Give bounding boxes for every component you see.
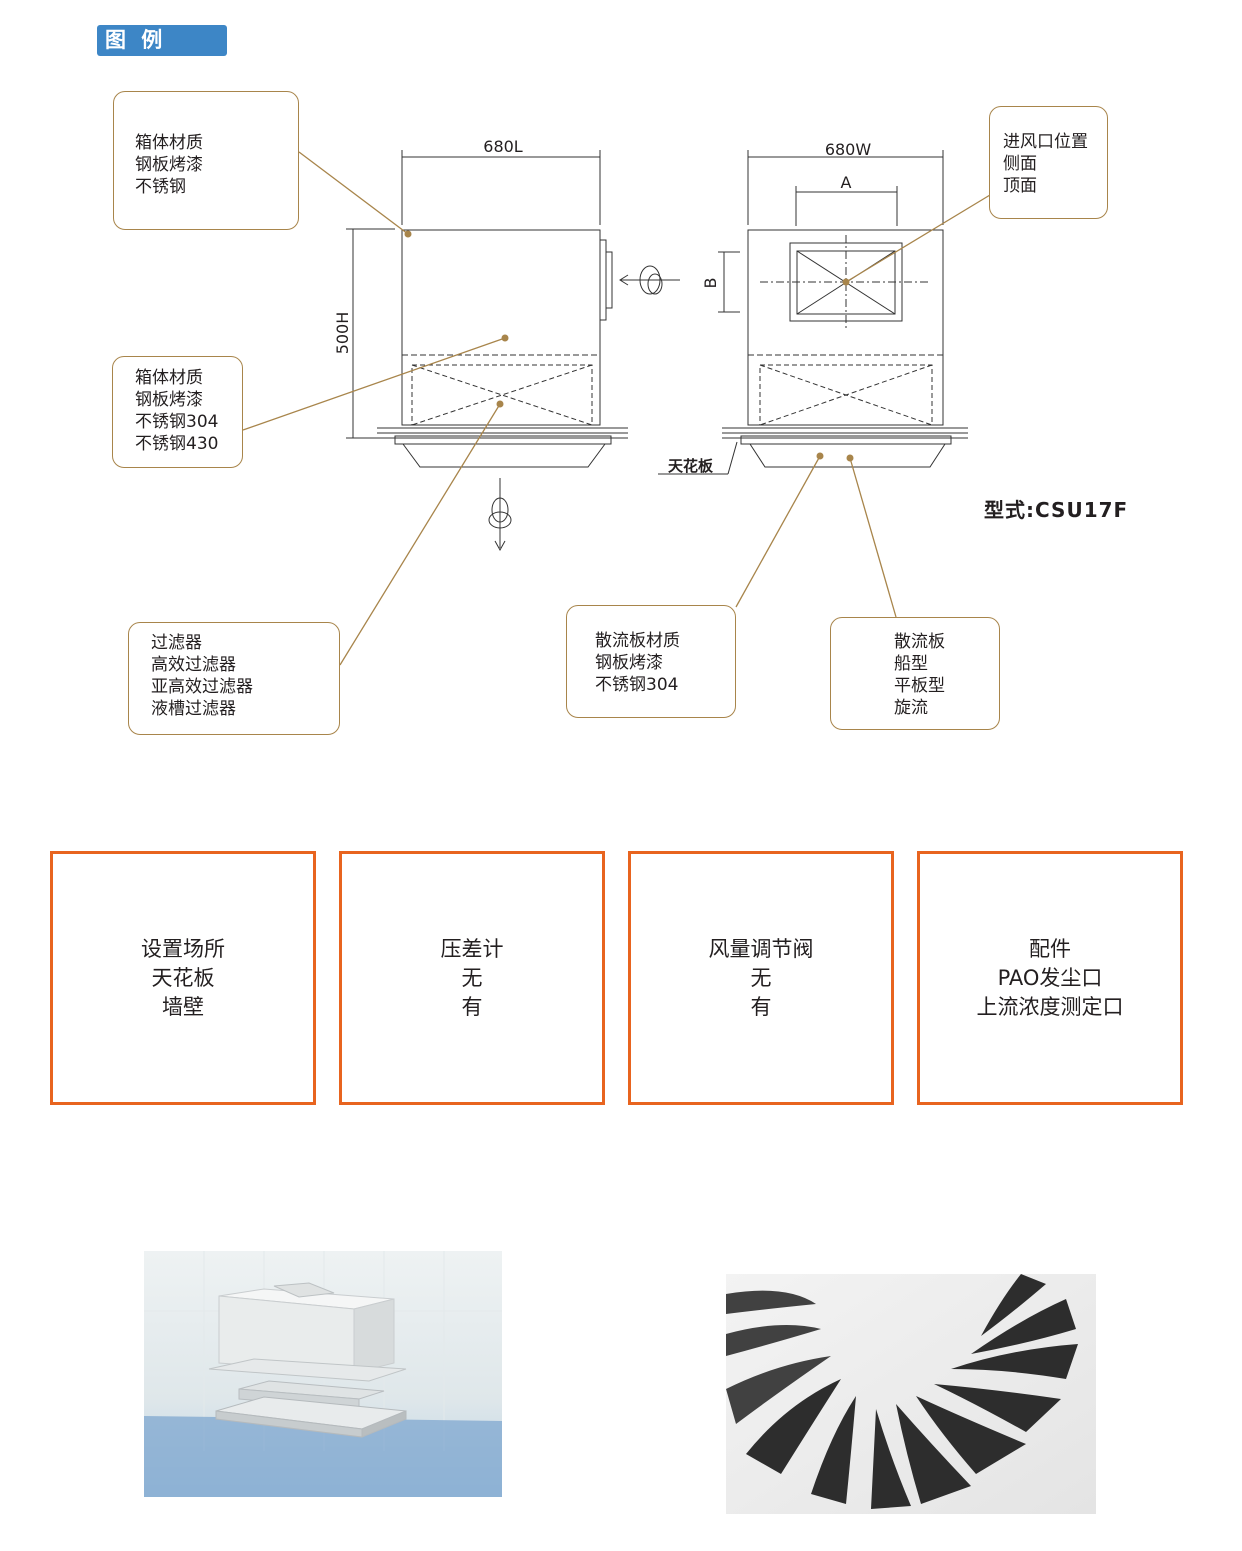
swirl-diffuser-image <box>726 1274 1096 1514</box>
option-damper: 风量调节阀 无 有 <box>628 851 894 1105</box>
dim-height: 500H <box>333 312 352 355</box>
callout-box-material-top: 箱体材质 钢板烤漆 不锈钢 <box>113 91 299 230</box>
ceiling-label: 天花板 <box>668 457 714 475</box>
option-pressure-gauge: 压差计 无 有 <box>339 851 605 1105</box>
callout-diffuser-type: 散流板 船型 平板型 旋流 <box>830 617 1000 730</box>
technical-drawing: 680L 680W A B 500H 天花板 <box>242 137 991 666</box>
dim-width: 680W <box>825 140 872 159</box>
dim-b: B <box>701 278 720 289</box>
callout-filter: 过滤器 高效过滤器 亚高效过滤器 液槽过滤器 <box>128 622 340 735</box>
callout-box-material-mid: 箱体材质 钢板烤漆 不锈钢304 不锈钢430 <box>112 356 243 468</box>
model-label: 型式:CSU17F <box>984 498 1129 522</box>
callout-inlet-position: 进风口位置 侧面 顶面 <box>989 106 1108 219</box>
legend-title: 图 例 <box>97 25 227 56</box>
callout-diffuser-material: 散流板材质 钢板烤漆 不锈钢304 <box>566 605 736 718</box>
option-install-location: 设置场所 天花板 墙壁 <box>50 851 316 1105</box>
option-accessories: 配件 PAO发尘口 上流浓度测定口 <box>917 851 1183 1105</box>
product-render-image <box>144 1251 502 1497</box>
dim-a: A <box>841 173 852 192</box>
dim-length: 680L <box>483 137 523 156</box>
